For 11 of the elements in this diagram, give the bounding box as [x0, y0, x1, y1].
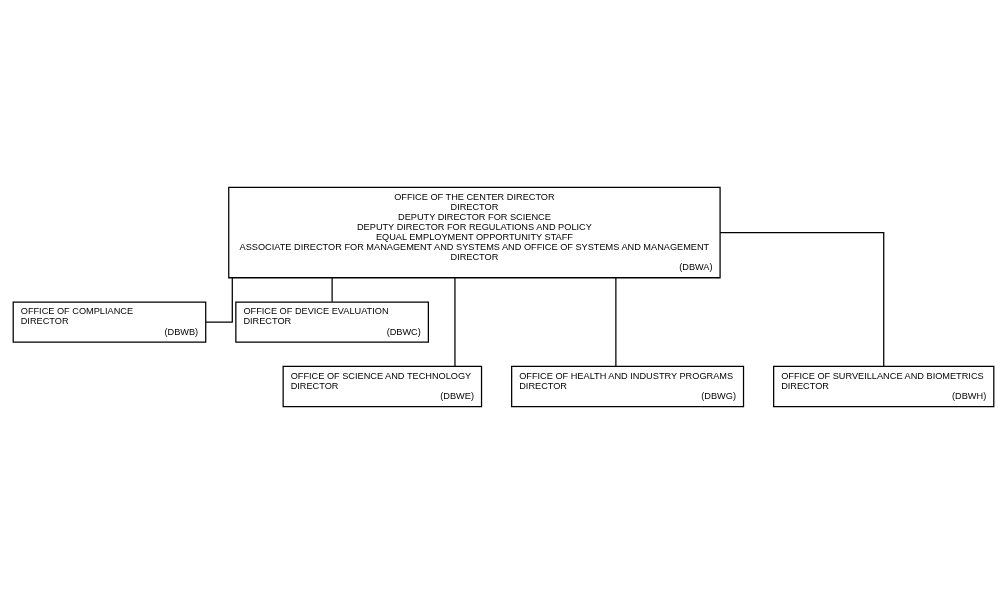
node-box: OFFICE OF COMPLIANCE DIRECTOR (DBWB) [12, 301, 207, 343]
node-box: OFFICE OF SURVEILLANCE AND BIOMETRICS DIRECTOR (DBWH) [773, 365, 995, 408]
node-box: OFFICE OF HEALTH AND INDUSTRY PROGRAMS DIRECTOR (DBWG) [511, 365, 745, 408]
node-box: OFFICE OF SCIENCE AND TECHNOLOGY DIRECTOR (DBWE) [282, 365, 483, 408]
connector [615, 277, 617, 367]
node-box: OFFICE OF DEVICE EVALUATION DIRECTOR (DBWC) [235, 301, 429, 343]
connector [205, 277, 233, 323]
connector [454, 277, 456, 367]
connector [331, 277, 333, 303]
node-box: OFFICE OF THE CENTER DIRECTOR DIRECTOR DEPUTY DIRECTOR FOR SCIENCE DEPUTY DIRECTOR FOR REGULATIONS AND POLICY EQUAL EMPLOYMENT OPPORTUNITY STAFF ASSOCIATE DIRECTOR FOR MANAGEMENT AND SYSTEMS AND OFFICE OF SYSTEMS AND MANAGEMENT DIRECTOR (DBWA) [228, 186, 721, 279]
connector [719, 231, 885, 368]
